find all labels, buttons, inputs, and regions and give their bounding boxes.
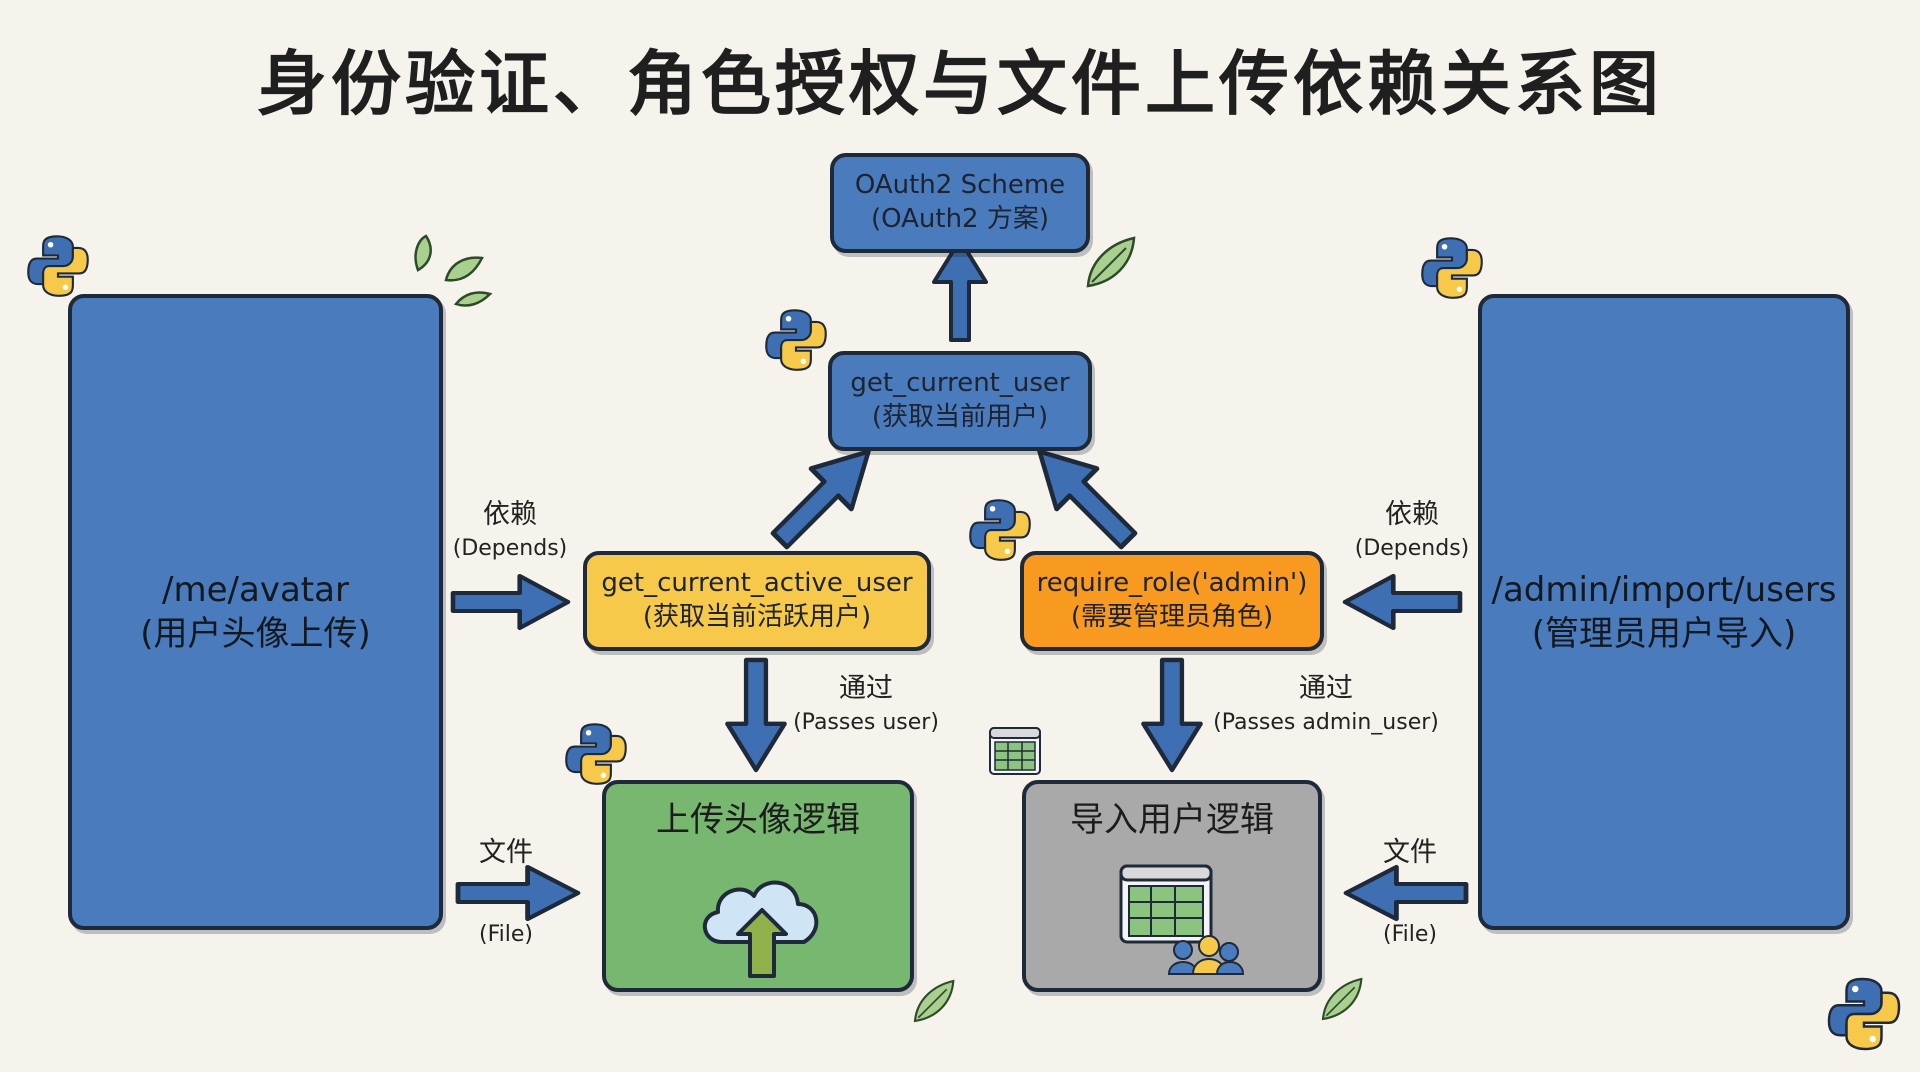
passes-user-en: (Passes user) [793,709,939,735]
python-logo-icon [565,723,627,785]
require-role-title: require_role('admin') [1036,568,1308,599]
import-endpoint-node: /admin/import/users (管理员用户导入) [1478,294,1850,930]
passes-user-zh: 通过 [839,673,893,704]
leaf-icon [1086,236,1136,288]
import-users-logic-label: 导入用户逻辑 [1070,800,1274,840]
depends-left-label: 依赖 (Depends) [440,496,580,565]
passes-admin-en: (Passes admin_user) [1213,709,1439,735]
depends-right-en: (Depends) [1354,535,1470,561]
get-current-active-user-title: get_current_active_user [601,568,913,599]
import-endpoint-subtitle: (管理员用户导入) [1531,614,1797,654]
python-logo-icon [969,499,1031,561]
cloud-upload-icon [702,880,819,978]
get-current-user-title: get_current_user [850,368,1070,399]
get-current-active-user-subtitle: (获取当前活跃用户) [642,602,872,632]
passes-user-label: 通过 (Passes user) [776,670,956,739]
arrow-passes-admin [1143,660,1200,770]
require-role-subtitle: (需要管理员角色) [1070,602,1274,632]
passes-admin-zh: 通过 [1299,673,1353,704]
diagram-title: 身份验证、角色授权与文件上传依赖关系图 [257,43,1663,125]
passes-admin-label: 通过 (Passes admin_user) [1196,670,1456,739]
depends-left-zh: 依赖 [483,499,537,530]
spreadsheet-users-icon [1119,864,1245,975]
leaf-icon [1321,977,1363,1021]
file-left-label: 文件 (File) [456,834,556,951]
depends-right-label: 依赖 (Depends) [1342,496,1482,565]
file-left-zh: 文件 [479,837,533,868]
python-logo-icon [27,235,89,297]
import-endpoint-path: /admin/import/users [1491,569,1837,610]
leaf-icon [414,234,493,307]
depends-right-zh: 依赖 [1385,499,1439,530]
arrow-depends-right [1345,576,1460,628]
file-right-label: 文件 (File) [1360,834,1460,951]
python-logo-icon [765,309,827,371]
leaf-icon [913,979,955,1023]
avatar-endpoint-node: /me/avatar (用户头像上传) [68,294,443,930]
file-left-en: (File) [479,921,533,947]
get-current-user-node: get_current_user (获取当前用户) [828,351,1092,451]
python-logo-icon [1827,977,1901,1051]
oauth-scheme-subtitle: (OAuth2 方案) [870,204,1050,234]
python-logo-icon [1421,237,1483,299]
oauth-scheme-title: OAuth2 Scheme [854,170,1066,201]
file-right-zh: 文件 [1383,837,1437,868]
file-right-en: (File) [1383,921,1437,947]
arrow-user-to-oauth [932,238,988,342]
import-users-logic-node: 导入用户逻辑 [1022,780,1322,992]
upload-avatar-logic-node: 上传头像逻辑 [602,780,914,992]
avatar-endpoint-subtitle: (用户头像上传) [140,614,371,654]
get-current-user-subtitle: (获取当前用户) [871,402,1049,432]
depends-left-en: (Depends) [452,535,568,561]
avatar-endpoint-path: /me/avatar [162,569,349,610]
upload-avatar-logic-label: 上传头像逻辑 [656,800,860,840]
require-role-node: require_role('admin') (需要管理员角色) [1020,551,1324,651]
oauth-scheme-node: OAuth2 Scheme (OAuth2 方案) [830,153,1090,253]
get-current-active-user-node: get_current_active_user (获取当前活跃用户) [583,551,931,651]
spreadsheet-icon [989,727,1041,775]
arrow-depends-left [453,576,568,628]
